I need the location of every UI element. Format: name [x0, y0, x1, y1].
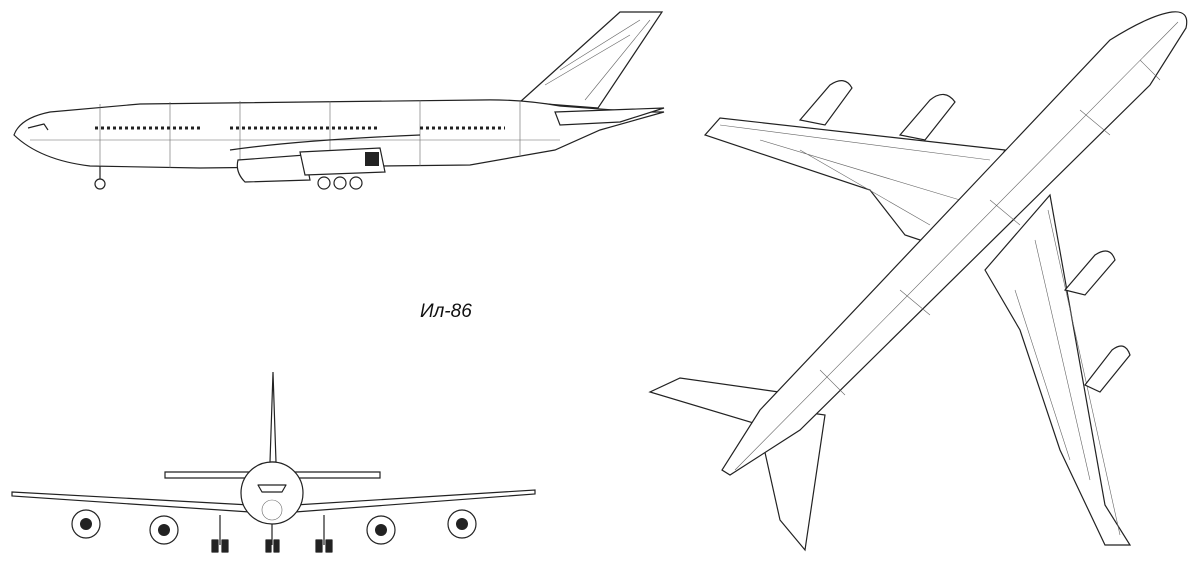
side-tailplane — [554, 107, 665, 126]
side-landing-gear — [94, 166, 363, 190]
top-fuselage — [721, 11, 1188, 476]
front-fuselage — [240, 461, 304, 525]
top-engines — [798, 80, 1131, 393]
top-view — [648, 11, 1188, 552]
top-right-wing — [984, 193, 1132, 546]
front-view — [11, 371, 536, 553]
side-engine-1 — [236, 154, 311, 183]
side-fuselage — [13, 99, 665, 169]
front-engines — [71, 509, 477, 545]
side-fin — [518, 11, 664, 109]
front-fin — [269, 371, 277, 463]
drawing-title: Ил-86 — [420, 301, 472, 322]
side-engine-2 — [299, 147, 386, 176]
side-view — [13, 11, 665, 190]
front-landing-gear — [211, 515, 333, 553]
side-cockpit — [27, 123, 49, 131]
